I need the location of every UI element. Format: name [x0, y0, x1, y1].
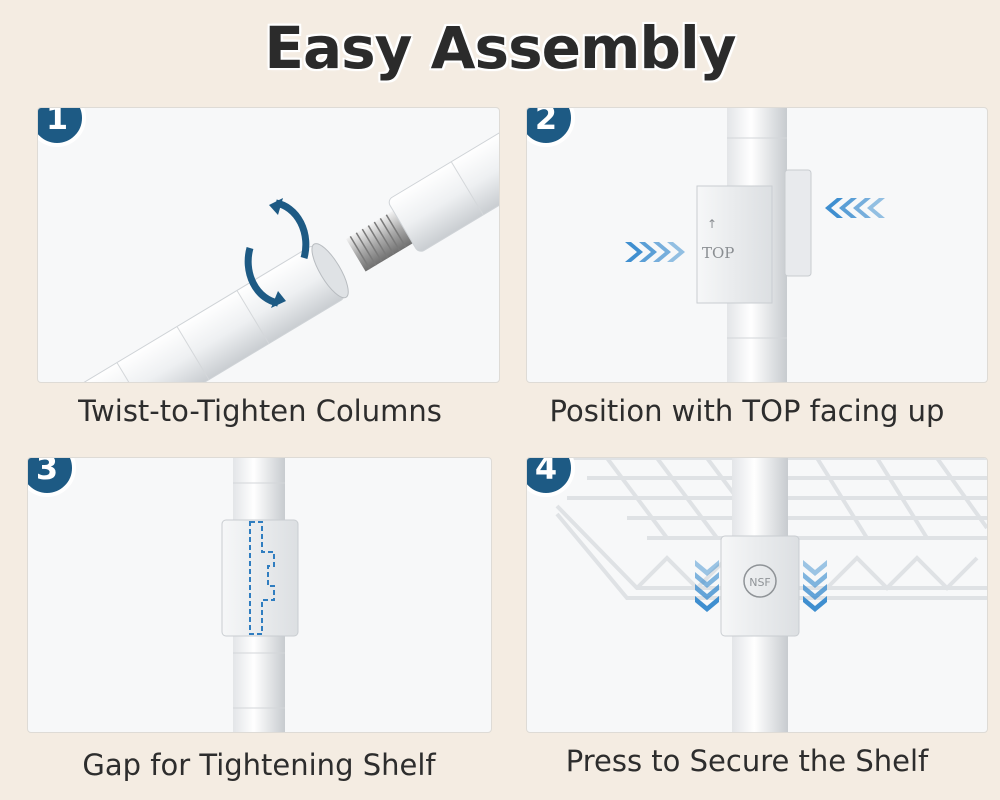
page-title: Easy Assembly — [264, 14, 736, 82]
step-3-panel: 3 — [27, 457, 492, 733]
step-4-badge: 4 — [527, 458, 575, 497]
step-2-panel: TOP ↑ 2 — [526, 107, 988, 383]
step-4-panel: NSF 4 — [526, 457, 988, 733]
step-4-caption: Press to Secure the Shelf — [565, 744, 929, 778]
position-clip-illustration: TOP ↑ — [625, 108, 885, 382]
svg-text:↑: ↑ — [707, 217, 717, 231]
step-1-caption: Twist-to-Tighten Columns — [78, 394, 442, 428]
clip-top-label: TOP — [702, 244, 734, 262]
step-1-panel: 1 — [37, 107, 500, 383]
sleeve-nsf-label: NSF — [749, 576, 771, 589]
press-down-arrows-icon — [695, 560, 827, 612]
arrow-right-icon — [625, 242, 685, 262]
step-3-caption: Gap for Tightening Shelf — [82, 748, 436, 782]
twist-columns-illustration — [38, 108, 499, 382]
press-shelf-illustration: NSF — [555, 458, 987, 732]
tightening-gap-illustration — [221, 458, 299, 732]
step-2-caption: Position with TOP facing up — [549, 394, 945, 428]
arrow-left-icon — [825, 198, 885, 218]
step-2-badge: 2 — [527, 108, 575, 147]
